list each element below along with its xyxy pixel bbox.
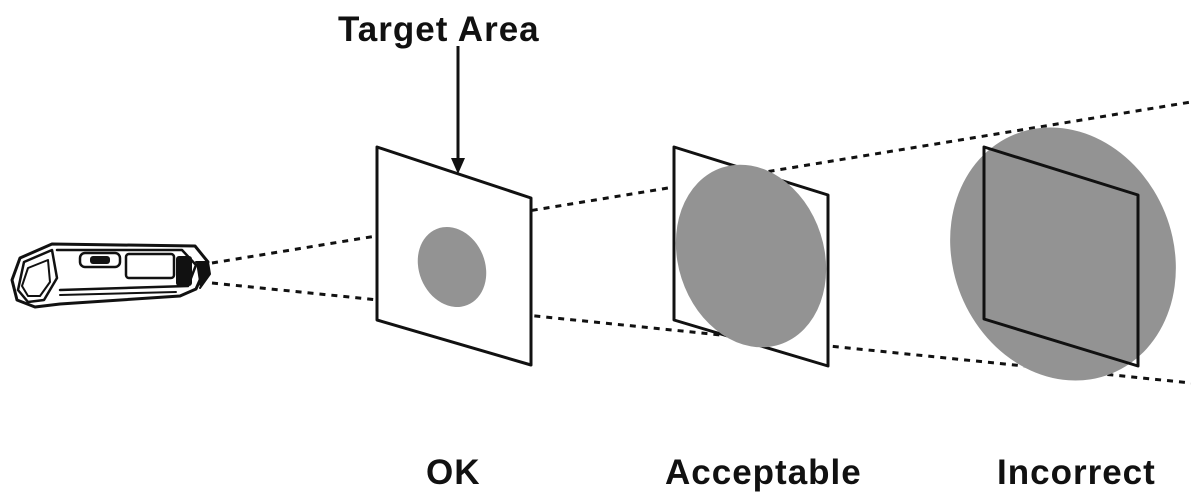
case-ok-graphic: [375, 145, 533, 367]
arrowhead-icon: [451, 158, 465, 174]
label-acceptable: Acceptable: [665, 453, 862, 492]
diagram-title: Target Area: [338, 10, 540, 49]
case-acceptable-graphic: [672, 145, 830, 368]
spot-acceptable: [675, 164, 827, 348]
thermometer-device-icon: [10, 242, 211, 309]
label-ok: OK: [426, 453, 481, 492]
case-incorrect-graphic: [950, 127, 1176, 381]
label-incorrect: Incorrect: [997, 453, 1156, 492]
target-arrow: [451, 46, 465, 174]
target-panel-incorrect: [982, 145, 1140, 368]
spot-incorrect: [950, 127, 1176, 381]
spot-ok: [417, 227, 487, 307]
